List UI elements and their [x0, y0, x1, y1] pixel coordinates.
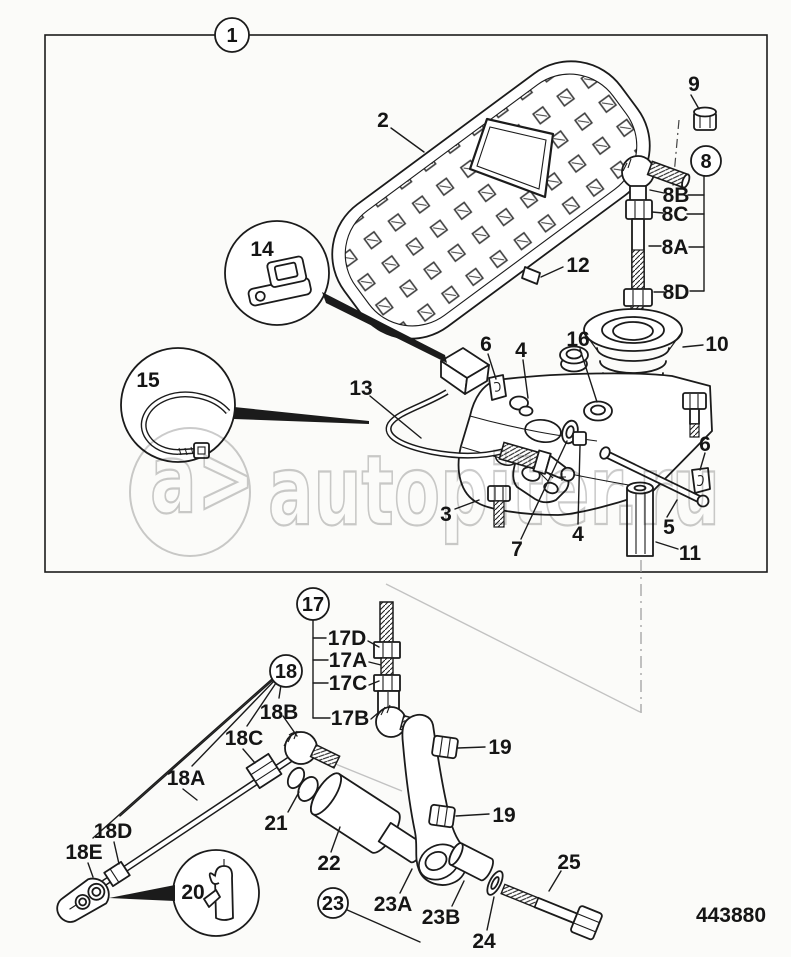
- label-23a: 23A: [374, 893, 413, 916]
- callout-circle-17: [296, 587, 330, 621]
- label-12: 12: [566, 254, 589, 277]
- bush-21: [286, 766, 319, 802]
- bolt-right: [682, 392, 707, 438]
- label-17b: 17B: [331, 707, 370, 730]
- label-8b: 8B: [663, 184, 690, 207]
- label-16: 16: [566, 328, 589, 351]
- label-11: 11: [679, 542, 702, 565]
- nut-4b: [572, 431, 587, 446]
- bolt-25: [500, 883, 603, 941]
- spool-22: [310, 772, 425, 864]
- pointer-wedge-14: [322, 292, 447, 363]
- labels-lower: 17 17D 17A 17C 17B 18 18B 18C 18A 18D 18…: [65, 587, 581, 953]
- hex-8c: [625, 199, 653, 220]
- nut-19a: [431, 734, 459, 760]
- label-8d: 8D: [663, 281, 690, 304]
- callout-circle-18: [269, 654, 303, 688]
- label-17c: 17C: [329, 672, 368, 695]
- watermark: a> autopiter.ru: [129, 424, 721, 557]
- detail-circle-15: [120, 347, 369, 463]
- nut-alignment-line: [672, 119, 680, 187]
- rod-5-group: [599, 446, 711, 557]
- callout-8: 8: [700, 151, 711, 173]
- label-9: 9: [688, 73, 700, 96]
- label-19a: 19: [488, 736, 511, 759]
- pedal: [331, 60, 651, 340]
- boot-10: [583, 308, 683, 394]
- callout-circle-1: [214, 17, 250, 53]
- watermark-logo: a>: [150, 425, 255, 535]
- label-19b: 19: [492, 804, 515, 827]
- label-4b: 4: [572, 523, 584, 546]
- label-25: 25: [557, 851, 581, 874]
- label-24: 24: [472, 930, 496, 953]
- label-2: 2: [377, 109, 389, 132]
- lower-linkage: [56, 601, 603, 941]
- label-15: 15: [136, 369, 160, 392]
- label-18d: 18D: [94, 820, 133, 843]
- pointer-wedge-15: [234, 407, 369, 424]
- leader-lines-lower: [87, 618, 562, 943]
- hex-spacer-11: [626, 481, 654, 557]
- label-6b: 6: [699, 433, 711, 456]
- label-8c: 8C: [662, 203, 689, 226]
- collar-18d: [103, 860, 131, 888]
- clamp-bracket-14: [247, 255, 312, 307]
- label-20: 20: [181, 881, 204, 904]
- callout-18: 18: [275, 661, 297, 683]
- label-18c: 18C: [225, 727, 264, 750]
- washer-24: [486, 870, 504, 896]
- label-17d: 17D: [328, 627, 367, 650]
- locknut-8d: [623, 288, 653, 307]
- fork-end-18e: [56, 877, 110, 923]
- bolt-left: [487, 485, 511, 528]
- label-8a: 8A: [662, 236, 689, 259]
- nut-19b: [428, 803, 456, 829]
- label-3: 3: [440, 503, 452, 526]
- detail-circle-14: [224, 220, 447, 363]
- label-5: 5: [663, 516, 675, 539]
- callout-23: 23: [322, 893, 344, 915]
- projection-lines: [332, 119, 680, 792]
- detail-circle-20: [109, 849, 260, 937]
- spacer-23b: [448, 842, 494, 882]
- callout-1: 1: [226, 25, 237, 47]
- rod-end-18b: [284, 731, 318, 765]
- figure-part-number: 443880: [696, 904, 766, 927]
- label-18a: 18A: [167, 767, 206, 790]
- label-17a: 17A: [329, 649, 368, 672]
- label-18e: 18E: [65, 841, 102, 864]
- clip-6b: [691, 467, 711, 494]
- callout-circle-23: [317, 887, 349, 919]
- leader-lines-upper: [369, 94, 706, 550]
- label-10: 10: [705, 333, 728, 356]
- pointer-wedge-20: [109, 885, 175, 901]
- watermark-text: autopiter.ru: [268, 435, 720, 547]
- callout-17: 17: [302, 594, 324, 616]
- pedal-window: [468, 117, 555, 199]
- label-21: 21: [264, 812, 288, 835]
- callout-circle-8: [690, 145, 722, 177]
- label-4a: 4: [515, 339, 527, 362]
- rod-8-assembly: [621, 106, 717, 333]
- clip-6a: [488, 374, 507, 401]
- labels-upper: 2 9 8 8B 8C 8A 8D 12 14 15 13 6 4 16 10 …: [136, 73, 728, 565]
- label-18b: 18B: [260, 701, 299, 724]
- label-23b: 23B: [422, 906, 461, 929]
- label-6a: 6: [480, 333, 492, 356]
- cable-sensor: [498, 441, 576, 482]
- cable-13-group: [385, 347, 576, 482]
- bush-23a: [424, 850, 448, 872]
- cable-tie-15: [140, 391, 231, 459]
- label-7: 7: [511, 538, 523, 561]
- label-22: 22: [317, 852, 340, 875]
- pedal-tab-12: [521, 266, 541, 285]
- label-14: 14: [250, 238, 274, 261]
- label-13: 13: [349, 377, 372, 400]
- frame-box: 1: [44, 17, 768, 573]
- retainer-clip-20: [203, 859, 234, 921]
